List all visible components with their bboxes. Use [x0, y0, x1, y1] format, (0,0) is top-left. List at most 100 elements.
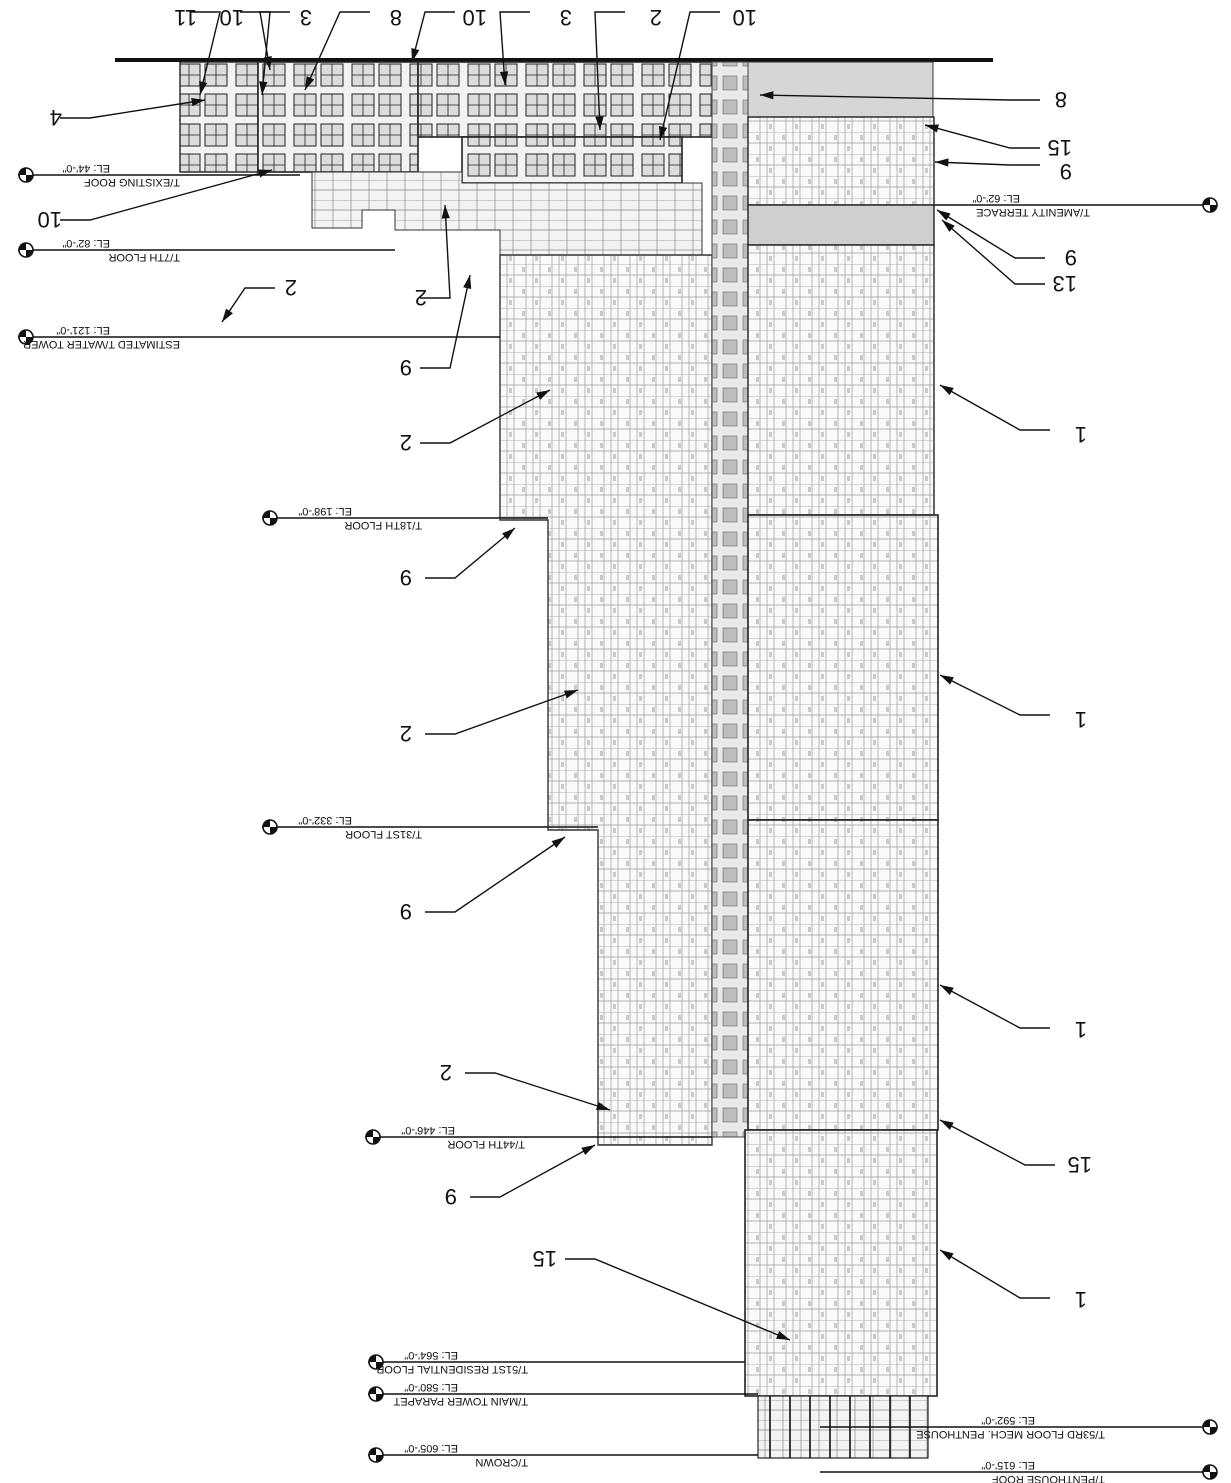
level-marker: T/44TH FLOOR EL: 446'-0"	[365, 1124, 712, 1150]
level-elevation: EL: 446'-0"	[401, 1124, 455, 1136]
level-marker: T/PENTHOUSE ROOF EL: 615'-0"	[820, 1459, 1218, 1483]
level-elevation: EL: 580'-0"	[404, 1381, 458, 1393]
callout-number: 9	[400, 899, 412, 924]
level-marker: T/51ST RESIDENTIAL FLOOR EL: 564'-0"	[368, 1349, 745, 1375]
level-marker: T/7TH FLOOR EL: 82'-0"	[18, 237, 395, 263]
level-name: T/7TH FLOOR	[108, 251, 180, 263]
callout-tag: 9	[445, 1144, 596, 1209]
callout-number: 11	[174, 5, 197, 30]
callout-tag: 4	[50, 97, 206, 130]
central-spine	[711, 61, 749, 1138]
callout-tag: 15	[924, 124, 1072, 160]
level-elevation: EL: 198'-0"	[298, 505, 352, 517]
level-name: T/51ST RESIDENTIAL FLOOR	[376, 1363, 528, 1375]
callout-tag: 2	[400, 689, 579, 746]
callout-tag: 13	[941, 219, 1077, 296]
level-elevation: EL: 564'-0"	[404, 1349, 458, 1361]
callout-tag: 1	[939, 984, 1087, 1042]
callout-number: 1	[1075, 422, 1087, 447]
callout-tag: 3	[259, 5, 312, 71]
callout-number: 1	[1075, 1017, 1087, 1042]
callout-number: 2	[650, 5, 662, 30]
level-marker: T/AMENITY TERRACE EL: 62'-0"	[934, 192, 1218, 218]
level-elevation: EL: 82'-0"	[62, 237, 110, 249]
level-elevation: EL: 592'-0"	[981, 1414, 1035, 1426]
callout-tag: 2	[594, 5, 662, 131]
podium-stepped-facade	[311, 171, 703, 256]
callout-number: 13	[1053, 271, 1077, 296]
level-marker: T/MAIN TOWER PARAPET EL: 580'-0"	[368, 1381, 758, 1407]
level-name: T/EXISTING ROOF	[84, 176, 180, 188]
callout-number: 3	[300, 5, 312, 30]
callout-tag: 2	[221, 275, 297, 323]
callout-number: 8	[390, 5, 402, 30]
callout-tag: 15	[939, 1119, 1092, 1177]
level-elevation: EL: 62'-0"	[972, 192, 1020, 204]
callout-number: 1	[1075, 1287, 1087, 1312]
callout-tag: 10	[411, 5, 487, 63]
tower-right-section	[744, 116, 939, 1459]
callout-number: 9	[400, 355, 412, 380]
callout-tag: 2	[400, 389, 551, 455]
callout-number: 15	[533, 1246, 557, 1271]
callout-number: 15	[1048, 135, 1072, 160]
tower-left-section	[499, 254, 713, 1146]
level-name: T/AMENITY TERRACE	[976, 206, 1090, 218]
callout-number: 2	[400, 430, 412, 455]
level-markers: T/EXISTING ROOF EL: 44'-0" T/7TH FLOOR EL: …	[18, 162, 1218, 1483]
callout-number: 2	[285, 275, 297, 300]
level-elevation: EL: 615'-0"	[981, 1459, 1035, 1471]
level-elevation: EL: 332'-0"	[298, 814, 352, 826]
callout-tag: 8	[304, 5, 402, 91]
level-marker: T/31ST FLOOR EL: 332'-0"	[262, 814, 598, 840]
callout-tag: 2	[415, 204, 451, 310]
level-marker: T/EXISTING ROOF EL: 44'-0"	[18, 162, 300, 188]
level-elevation: EL: 44'-0"	[62, 162, 110, 174]
callout-number: 2	[415, 285, 427, 310]
callout-number: 3	[560, 5, 572, 30]
callout-tag: 15	[533, 1246, 791, 1341]
callout-tag: 9	[934, 158, 1072, 184]
level-marker: T/18TH FLOOR EL: 198'-0"	[262, 505, 548, 531]
callout-number: 10	[220, 5, 244, 30]
callout-number: 9	[1060, 159, 1072, 184]
callout-tag: 8	[759, 87, 1067, 112]
callout-number: 1	[1075, 707, 1087, 732]
callout-number: 2	[440, 1060, 452, 1085]
callout-tag: 9	[400, 527, 516, 590]
callout-number: 15	[1068, 1152, 1092, 1177]
callout-tag: 1	[939, 1249, 1087, 1312]
level-elevation: EL: 121'-0"	[56, 324, 110, 336]
callout-tag: 10	[38, 169, 273, 232]
callout-number: 9	[445, 1184, 457, 1209]
callout-tag: 1	[939, 674, 1087, 732]
callout-number: 2	[400, 721, 412, 746]
level-name: T/MAIN TOWER PARAPET	[393, 1395, 528, 1407]
callout-number: 10	[733, 5, 757, 30]
callout-tag: 9	[936, 209, 1077, 270]
level-name: T/18TH FLOOR	[344, 519, 422, 531]
existing-base-building	[179, 61, 934, 184]
callout-number: 10	[38, 207, 62, 232]
callout-number: 8	[1055, 87, 1067, 112]
callout-tag: 10	[659, 5, 757, 141]
callout-number: 10	[463, 5, 487, 30]
level-name: T/CROWN	[475, 1456, 528, 1468]
callout-tag: 11	[174, 5, 221, 96]
level-name: T/PENTHOUSE ROOF	[992, 1473, 1105, 1483]
level-name: T/53RD FLOOR MECH. PENTHOUSE	[916, 1428, 1105, 1440]
callout-number: 4	[50, 105, 62, 130]
callout-tag: 2	[440, 1060, 611, 1111]
level-marker: T/53RD FLOOR MECH. PENTHOUSE EL: 592'-0"	[820, 1414, 1218, 1440]
callout-tag: 1	[939, 384, 1087, 447]
level-name: T/31ST FLOOR	[345, 828, 422, 840]
level-name: T/44TH FLOOR	[447, 1138, 525, 1150]
callout-number: 9	[400, 565, 412, 590]
callout-tag: 10	[220, 5, 271, 96]
callout-tag: 9	[400, 274, 472, 380]
callout-tag: 9	[400, 836, 566, 924]
